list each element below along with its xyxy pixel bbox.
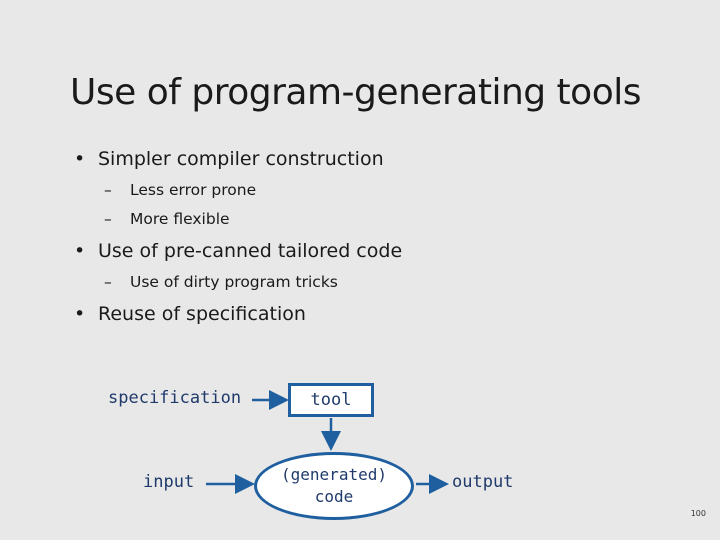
- page-number: 100: [690, 509, 706, 518]
- code-label-line1: (generated): [281, 465, 387, 484]
- sub-bullet-text: Use of dirty program tricks: [130, 273, 338, 291]
- sub-bullet-text: More flexible: [130, 210, 230, 228]
- specification-label: specification: [108, 388, 242, 408]
- tool-label: tool: [310, 390, 352, 410]
- slide-title: Use of program-generating tools: [70, 72, 641, 113]
- dash-symbol: –: [104, 181, 112, 199]
- bullet-text: Simpler compiler construction: [98, 148, 384, 170]
- dash-symbol: –: [104, 210, 112, 228]
- bullet-symbol: •: [74, 303, 86, 325]
- bullet-symbol: •: [74, 148, 86, 170]
- sub-bullet-item: –Less error prone: [104, 181, 256, 199]
- sub-bullet-item: –More flexible: [104, 210, 230, 228]
- generated-code-ellipse: (generated) code: [254, 452, 414, 520]
- tool-box: tool: [288, 383, 374, 417]
- sub-bullet-text: Less error prone: [130, 181, 257, 199]
- sub-bullet-item: –Use of dirty program tricks: [104, 273, 338, 291]
- output-label: output: [452, 472, 514, 492]
- bullet-text: Use of pre-canned tailored code: [98, 240, 403, 262]
- bullet-item-3: • Reuse of specification: [74, 303, 306, 325]
- bullet-item-1: • Simpler compiler construction: [74, 148, 384, 170]
- dash-symbol: –: [104, 273, 112, 291]
- bullet-text: Reuse of specification: [98, 303, 306, 325]
- code-label-line2: code: [314, 487, 354, 506]
- bullet-item-2: • Use of pre-canned tailored code: [74, 240, 402, 262]
- input-label: input: [143, 472, 195, 492]
- bullet-symbol: •: [74, 240, 86, 262]
